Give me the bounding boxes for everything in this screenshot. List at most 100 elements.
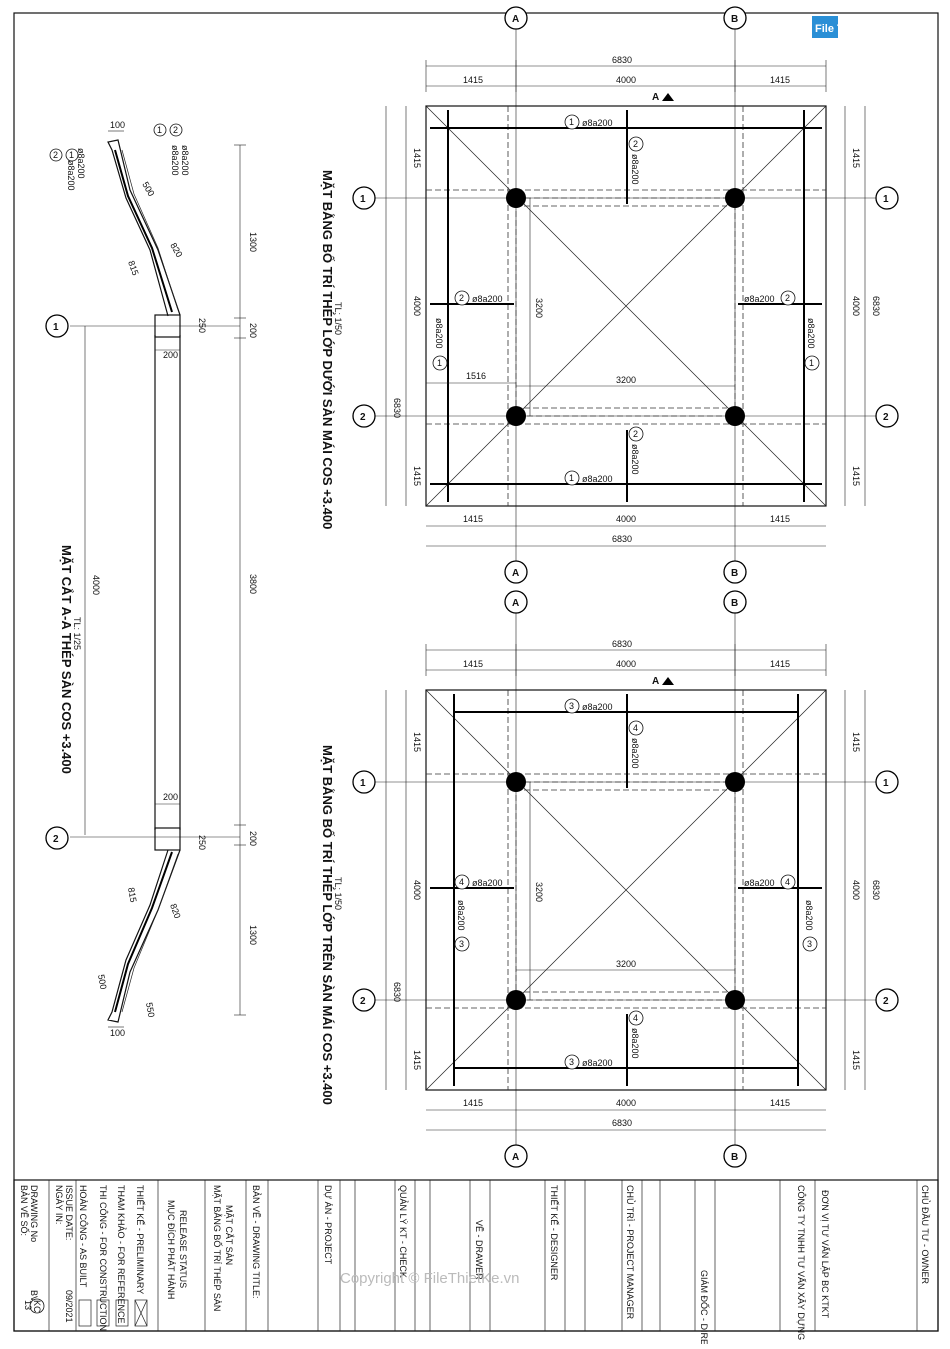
top-dim-1415-right-b: 1415 [851, 1050, 861, 1070]
bot-beam-dashed [515, 197, 736, 417]
bot-dim-1415-bot-l: 1415 [463, 514, 483, 524]
sec-dim-500-top: 500 [140, 180, 156, 198]
sec-dim-200-top: 200 [248, 323, 258, 338]
top-axis-B-top-circle [723, 590, 747, 614]
sec-rebar-1-b: 1 [69, 150, 74, 160]
bot-axis-B-top-circle [723, 6, 747, 30]
tb-status-preliminary: THIẾT KẾ - PRELIMINARY [135, 1185, 145, 1294]
bot-dim-1415-right-b: 1415 [851, 466, 861, 486]
tb-no-num: 13 [23, 1300, 33, 1310]
section-a-a: 1300 200 3800 200 1300 4000 1 2 200 250 … [45, 120, 258, 1038]
bot-axis-A-top-circle [504, 6, 528, 30]
top-dim-3200-v: 3200 [534, 882, 544, 902]
sec-rebar-spec-b1: ø8a200 [76, 148, 86, 179]
tb-no-label2: DRAWING No [29, 1185, 39, 1242]
top-tag-3-left-circle [454, 936, 470, 952]
tb-date-label1: NGÀY IN: [54, 1185, 64, 1224]
bot-tag-2-top-num: 2 [633, 139, 638, 149]
tb-check: QUẢN LÝ KT - CHECK [398, 1185, 409, 1278]
plan-bottom-title-group: MẶT BẰNG BỐ TRÍ THÉP LỚP DƯỚI SÀN MÁI CO… [320, 170, 343, 529]
bot-spec-2-bot: ø8a200 [630, 444, 640, 475]
bot-tag-1-bot-circle [564, 470, 580, 486]
top-tag-3-right-circle [802, 936, 818, 952]
top-axis-B-top-label: B [731, 598, 738, 609]
sheet-border [13, 12, 939, 1332]
bot-dim-4000-left: 4000 [412, 296, 422, 316]
bot-axis-B-bot-circle [723, 560, 747, 584]
bot-spec-1-bot: ø8a200 [582, 474, 613, 484]
bot-axis-A-bot-circle [504, 560, 528, 584]
tb-pm: CHỦ TRÌ - PROJECT MANAGER [625, 1185, 636, 1320]
top-dim-6830-bot: 6830 [612, 1118, 632, 1128]
top-dim-4000-left: 4000 [412, 880, 422, 900]
top-axis-B-bot-circle [723, 1144, 747, 1168]
top-spec-3-left: ø8a200 [456, 900, 466, 931]
bot-tag-1-right-circle [804, 355, 820, 371]
tb-purpose2: RELEASE STATUS [178, 1210, 188, 1288]
top-dim-6830-left: 6830 [392, 982, 402, 1002]
bot-axis-2-right-circle [875, 404, 899, 428]
top-tag-4-right-num: 4 [785, 877, 790, 887]
bot-tag-1-bot-num: 1 [569, 473, 574, 483]
sec-dim-1300-bot: 1300 [248, 925, 258, 945]
top-tag-3-right-num: 3 [807, 939, 812, 949]
top-spec-3-right: ø8a200 [804, 900, 814, 931]
sec-axis-1-label: 1 [53, 322, 59, 333]
top-tag-4-left-circle [454, 874, 470, 890]
top-dim-1415-left-b: 1415 [412, 1050, 422, 1070]
bot-tag-1-left-num: 1 [437, 358, 442, 368]
bot-column-1 [725, 188, 745, 208]
top-beam-dashed [515, 781, 736, 1001]
bot-tag-2-top-circle [628, 136, 644, 152]
bot-tag-2-right-circle [780, 290, 796, 306]
tb-dtitle1: MẶT BẰNG BỐ TRÍ THÉP SÀN [212, 1185, 223, 1311]
top-axis-A-bot-circle [504, 1144, 528, 1168]
top-axis-2-left-label: 2 [360, 996, 366, 1007]
bot-axis-B-top-label: B [731, 14, 738, 25]
bot-dim-1516: 1516 [466, 371, 486, 381]
top-dim-4000-bot: 4000 [616, 1098, 636, 1108]
bot-axis-B-bot-label: B [731, 568, 738, 579]
bot-slab-outline [425, 105, 827, 507]
top-dim-4000-top: 4000 [616, 659, 636, 669]
top-dim-1415-bot-l: 1415 [463, 1098, 483, 1108]
bot-tag-2-bot-circle [628, 426, 644, 442]
tb-dtitle2: MẶT CẮT SÀN [224, 1205, 234, 1265]
sec-dim-200-bot: 200 [248, 831, 258, 846]
sec-rebar-2-b: 2 [53, 150, 58, 160]
top-spec-3-top: ø8a200 [582, 702, 613, 712]
bot-tag-2-left-num: 2 [459, 293, 464, 303]
tb-status-reference: THAM KHẢO - FOR REFERENCE [116, 1185, 127, 1324]
sec-rebar-spec-b2: ø8a200 [66, 160, 76, 191]
sec-rebar-2-a: 2 [173, 125, 178, 135]
bot-axis-2-left-circle [352, 404, 376, 428]
sec-dim-1300-top: 1300 [248, 232, 258, 252]
sec-dim-815-top: 815 [126, 259, 141, 277]
top-dim-1415-bot-r: 1415 [770, 1098, 790, 1108]
bot-tag-2-right-num: 2 [785, 293, 790, 303]
sec-rebar-spec-a2: ø8a200 [170, 145, 180, 176]
top-column-1 [725, 772, 745, 792]
tb-status-asbuilt: HOÀN CÔNG - AS BUILT [78, 1185, 88, 1288]
tb-date-label2: ISSUE DATE: [64, 1185, 74, 1240]
top-slab-outline [425, 689, 827, 1091]
top-dim-1415-top-l: 1415 [463, 659, 483, 669]
top-column-2 [506, 990, 526, 1010]
sec-dim-4000: 4000 [91, 575, 101, 595]
plan-bottom-scale: TL: 1/50 [333, 302, 343, 335]
tb-status-construction: THI CÔNG - FOR CONSTRUCTION [98, 1185, 108, 1331]
sec-dim-815-bot: 815 [126, 887, 138, 904]
sec-axis-2-label: 2 [53, 834, 59, 845]
bot-diag-2 [425, 105, 827, 507]
bot-tag-2-left-circle [454, 290, 470, 306]
bot-spec-2-top: ø8a200 [630, 154, 640, 185]
bot-dim-1415-left-b: 1415 [412, 466, 422, 486]
top-spec-4-right: ø8a200 [744, 878, 775, 888]
sec-beam-200-top: 200 [163, 350, 178, 360]
bot-spec-1-left: ø8a200 [434, 318, 444, 349]
top-tag-4-right-circle [780, 874, 796, 890]
tb-designer: THIẾT KẾ - DESIGNER [549, 1185, 559, 1281]
top-tag-4-top-num: 4 [633, 723, 638, 733]
